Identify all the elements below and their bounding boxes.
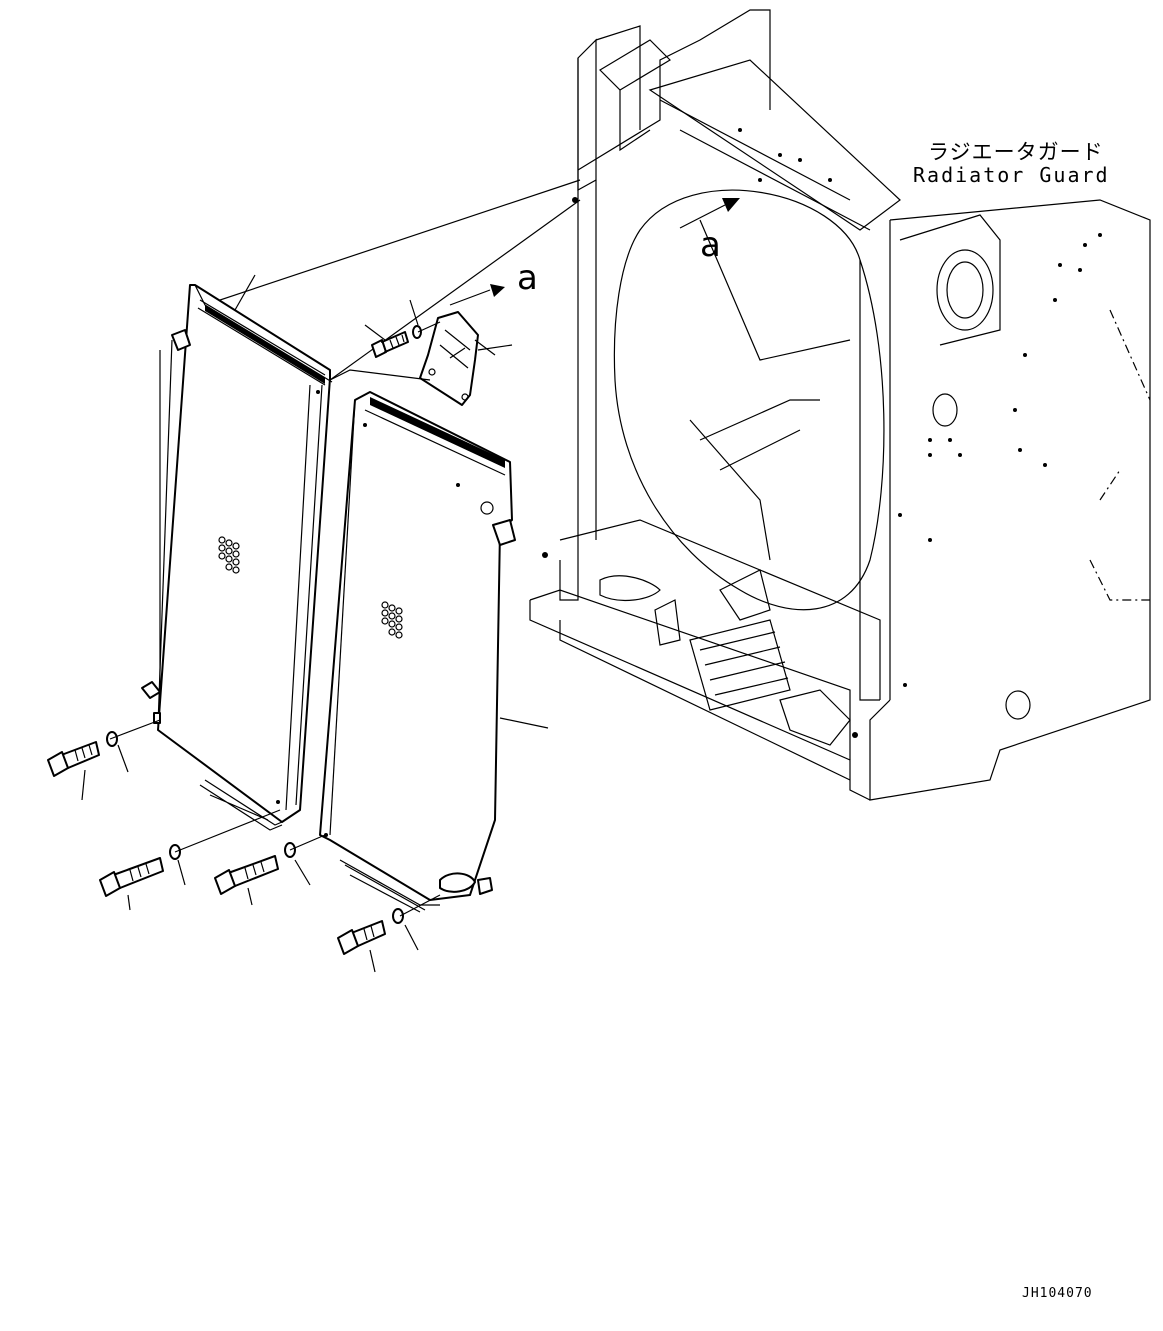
drawing-number: JH104070 bbox=[1022, 1286, 1093, 1301]
right-guard-vent-holes bbox=[381, 601, 403, 639]
bolt-left-1 bbox=[47, 731, 118, 777]
bolt-left-2 bbox=[99, 844, 181, 897]
bolt-lower-right bbox=[337, 908, 404, 955]
left-guard-panel bbox=[141, 284, 333, 831]
view-reference-a-upper: a bbox=[517, 258, 538, 298]
bolt-upper bbox=[371, 325, 422, 358]
leader-lines bbox=[81, 198, 740, 973]
right-guard-panel bbox=[319, 391, 516, 913]
mounting-bracket bbox=[419, 311, 496, 406]
radiator-frame bbox=[189, 9, 1151, 801]
radiator-guard-label-jp: ラジエータガード bbox=[928, 140, 1104, 164]
left-guard-vent-holes bbox=[218, 536, 240, 574]
radiator-guard-label-en: Radiator Guard bbox=[913, 163, 1110, 187]
view-reference-a-lower: a bbox=[700, 225, 721, 265]
frame-fastener-dots bbox=[542, 128, 1102, 738]
bolt-center bbox=[214, 842, 296, 895]
